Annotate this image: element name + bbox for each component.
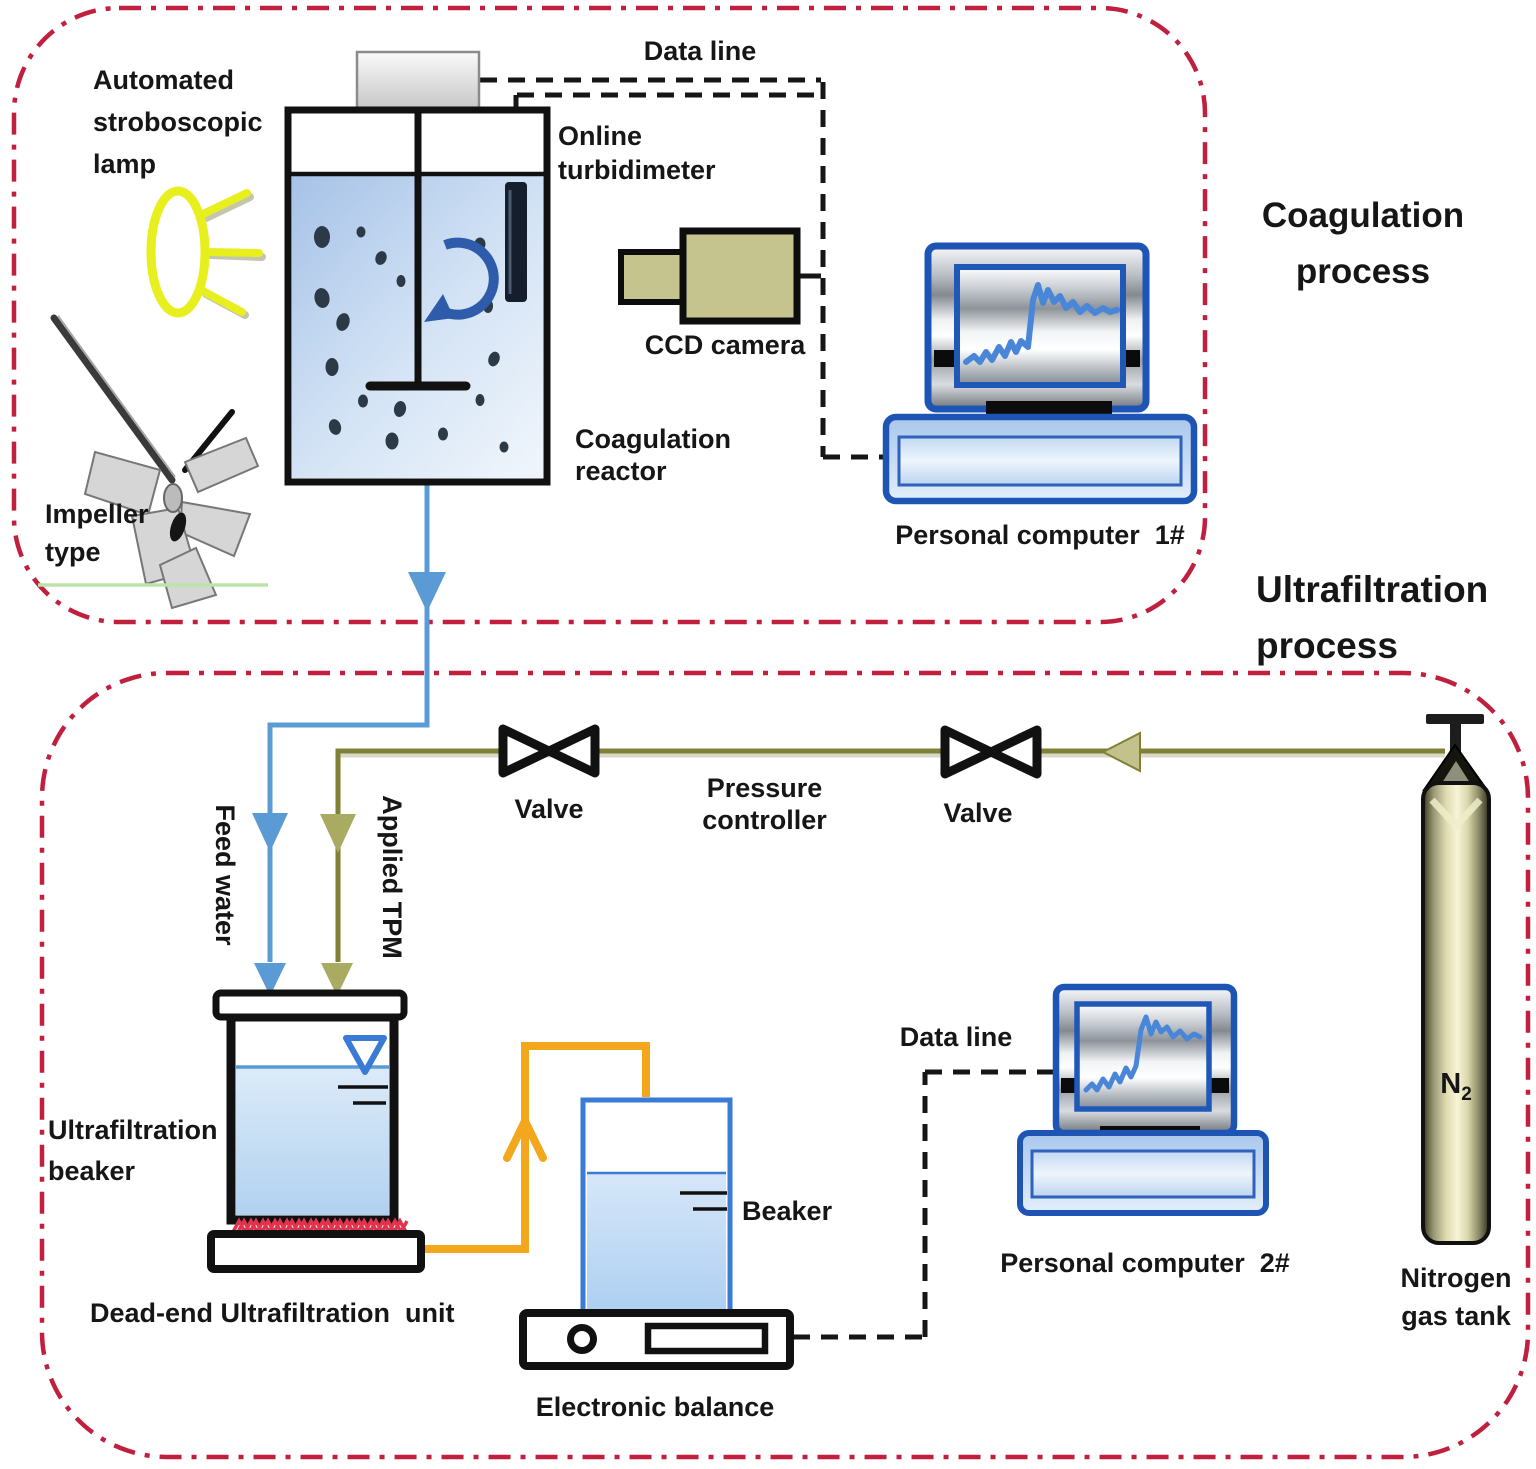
valve-right-icon xyxy=(940,725,1042,779)
valve-left-icon xyxy=(498,724,600,778)
ultrafiltration-title: Ultrafiltration process xyxy=(1256,569,1499,666)
rotation-arrow-icon xyxy=(424,237,499,322)
feed-water-pipe xyxy=(252,483,446,996)
applied-tpm-label: Applied TPM xyxy=(377,795,407,959)
pc2-label: Personal computer 2# xyxy=(1000,1248,1290,1278)
camera-label: CCD camera xyxy=(644,330,806,360)
ccd-camera-icon xyxy=(618,227,801,325)
valve-left-label: Valve xyxy=(514,794,584,824)
valve-right-label: Valve xyxy=(943,798,1013,828)
uf-unit-base xyxy=(207,1230,425,1273)
coagulation-reactor xyxy=(284,50,551,486)
data-line-2 xyxy=(793,1069,1056,1340)
feed-arrow-top xyxy=(408,572,446,612)
pc1-stand xyxy=(986,401,1112,417)
data-line-2-label: Data line xyxy=(899,1022,1013,1052)
personal-computer-2 xyxy=(1017,983,1269,1216)
pc2-chart-line xyxy=(1083,1014,1203,1093)
tpm-arrow-mid xyxy=(320,814,356,853)
permeate-pipe xyxy=(421,1042,650,1253)
gas-flow-arrow xyxy=(1100,731,1141,773)
uf-beaker-label: Ultrafiltration beaker xyxy=(48,1115,226,1186)
water-level-icon xyxy=(343,1035,387,1075)
nitrogen-tank-label: Nitrogen gas tank xyxy=(1400,1263,1520,1331)
impeller-icon xyxy=(38,314,268,610)
data-line-1-label: Data line xyxy=(643,36,757,66)
gas-pipe xyxy=(320,731,1445,996)
ultrafiltration-zone-border xyxy=(39,670,1531,1460)
tank-valve-handle xyxy=(1426,714,1484,724)
collection-beaker xyxy=(580,1097,733,1319)
coagulation-zone-border xyxy=(11,5,1208,625)
personal-computer-1 xyxy=(882,242,1198,505)
electronic-balance-icon xyxy=(519,1309,794,1370)
balance-label: Electronic balance xyxy=(535,1392,775,1422)
reactor-lid xyxy=(355,50,481,110)
pressure-controller-label: Pressure controller xyxy=(702,773,830,836)
tank-body xyxy=(1421,781,1491,1245)
feed-arrow-end xyxy=(254,963,286,996)
feed-arrow-mid xyxy=(252,813,288,852)
feed-water-label: Feed water xyxy=(210,804,240,946)
reactor-label: Coagulation reactor xyxy=(575,424,739,486)
coagulation-title: Coagulation process xyxy=(1261,196,1474,291)
tpm-arrow-end xyxy=(321,963,353,996)
pc1-chart-line xyxy=(963,282,1120,365)
stroboscopic-lamp-icon xyxy=(146,186,266,319)
lamp-label: Automated stroboscopic lamp xyxy=(93,65,271,179)
uf-beaker-lid xyxy=(212,989,408,1021)
turbidimeter-probe xyxy=(505,182,527,302)
ultrafiltration-unit xyxy=(207,989,425,1273)
pc1-label: Personal computer 1# xyxy=(895,520,1185,550)
n2-label: N2 xyxy=(1440,1068,1472,1105)
collection-beaker-label: Beaker xyxy=(742,1196,833,1226)
nitrogen-tank-icon xyxy=(1421,714,1491,1245)
impeller-label: Impeller type xyxy=(45,499,157,567)
dead-end-unit-label: Dead-end Ultrafiltration unit xyxy=(90,1298,455,1328)
turbidimeter-label: Online turbidimeter xyxy=(558,121,716,185)
balance-display xyxy=(644,1322,769,1355)
